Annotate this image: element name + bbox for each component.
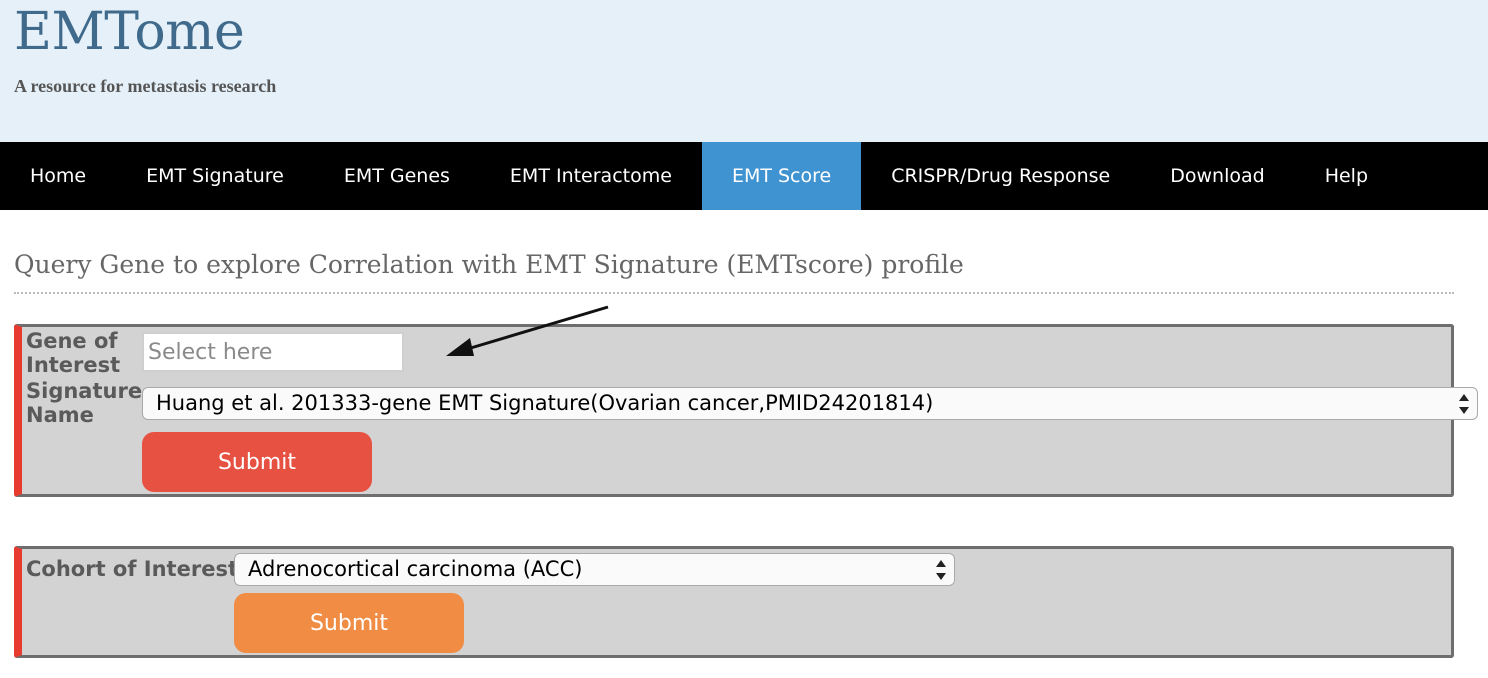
cohort-select-value: Adrenocortical carcinoma (ACC) <box>248 557 583 581</box>
gene-submit-button[interactable]: Submit <box>142 432 372 492</box>
nav-item-home[interactable]: Home <box>30 165 87 187</box>
cohort-select[interactable]: Adrenocortical carcinoma (ACC) <box>234 553 955 586</box>
signature-label-line: Signature <box>26 379 143 403</box>
nav-item-emt-score[interactable]: EMT Score <box>701 142 862 210</box>
nav-item-help[interactable]: Help <box>1324 165 1369 187</box>
heading-divider <box>14 292 1454 294</box>
gene-label-line: Interest <box>26 353 121 377</box>
gene-search-input[interactable] <box>142 332 404 372</box>
signature-select-value: Huang et al. 201333-gene EMT Signature(O… <box>156 391 934 415</box>
gene-label-line: Gene of <box>26 329 118 353</box>
gene-query-panel: Gene of Interest Signature Name Huang et… <box>14 324 1478 497</box>
signature-select[interactable]: Huang et al. 201333-gene EMT Signature(O… <box>142 387 1478 420</box>
main-nav: Home EMT Signature EMT Genes EMT Interac… <box>0 142 1488 210</box>
site-title[interactable]: EMTome <box>14 2 245 62</box>
nav-item-emt-genes[interactable]: EMT Genes <box>343 165 450 187</box>
site-tagline: A resource for metastasis research <box>14 76 277 96</box>
nav-item-emt-signature[interactable]: EMT Signature <box>146 165 284 187</box>
signature-label-line: Name <box>26 403 94 427</box>
gene-of-interest-label: Gene of Interest <box>26 329 120 377</box>
updown-chevron-icon <box>1459 394 1469 414</box>
page-heading: Query Gene to explore Correlation with E… <box>14 250 964 279</box>
cohort-submit-button[interactable]: Submit <box>234 593 464 653</box>
nav-item-emt-interactome[interactable]: EMT Interactome <box>509 165 672 187</box>
cohort-query-panel: Cohort of Interest Adrenocortical carcin… <box>14 546 1454 658</box>
updown-chevron-icon <box>936 560 946 580</box>
signature-name-label: Signature Name <box>26 379 142 427</box>
nav-item-download[interactable]: Download <box>1170 165 1265 187</box>
site-header: EMTome A resource for metastasis researc… <box>0 0 1488 142</box>
nav-item-crispr-drug-response[interactable]: CRISPR/Drug Response <box>891 165 1111 187</box>
arrow-pointer-icon <box>446 305 609 356</box>
cohort-of-interest-label: Cohort of Interest <box>26 557 238 581</box>
